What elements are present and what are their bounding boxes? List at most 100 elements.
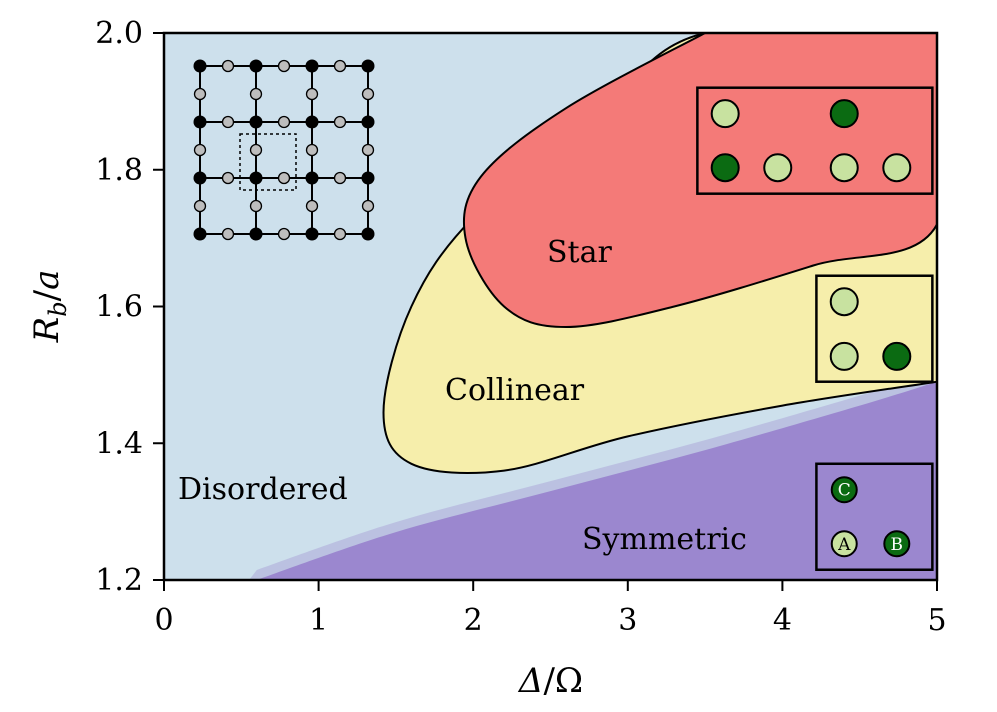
lattice-vertex-atom bbox=[249, 227, 263, 241]
star-region bbox=[462, 33, 937, 329]
lattice-vertex-atom bbox=[305, 227, 319, 241]
lattice-edge-atom bbox=[333, 171, 347, 185]
lattice-vertex-atom bbox=[361, 115, 375, 129]
x-tick-label-5: 5 bbox=[927, 603, 946, 638]
lattice-edge-atom bbox=[333, 115, 347, 129]
inset-collinear-frame bbox=[815, 274, 934, 383]
inset-symmetric-frame bbox=[815, 462, 934, 571]
x-axis-label: Δ/Ω bbox=[517, 661, 583, 701]
inset-symmetric-atom-0 bbox=[830, 476, 858, 504]
lattice-edge-atom bbox=[221, 227, 235, 241]
y-axis-label-a: a bbox=[27, 270, 67, 290]
x-tick-1: 1 bbox=[309, 580, 328, 638]
configuration-insets: C A B bbox=[696, 86, 934, 571]
lattice-edge-atom bbox=[277, 227, 291, 241]
inset-collinear-atom-0 bbox=[829, 287, 859, 317]
lattice-edge-atom bbox=[221, 59, 235, 73]
lattice-vertex-atom bbox=[249, 171, 263, 185]
y-axis-label: Rb/a bbox=[27, 270, 72, 344]
region-label-collinear: Collinear bbox=[445, 373, 585, 408]
lattice-edge-atom bbox=[193, 87, 207, 101]
y-tick-1-4: 1.4 bbox=[95, 426, 164, 461]
y-axis-label-subscript: b bbox=[44, 301, 72, 316]
inset-star-frame bbox=[696, 86, 934, 195]
lattice-vertex-atom bbox=[361, 227, 375, 241]
inset-symmetric-atom-label-C: C bbox=[838, 481, 851, 501]
y-tick-label-1-4: 1.4 bbox=[95, 426, 143, 461]
lattice-unit-cell bbox=[239, 133, 297, 191]
inset-star bbox=[696, 86, 934, 195]
lattice-vertex-atom bbox=[193, 59, 207, 73]
lattice-edge-atom bbox=[277, 115, 291, 129]
x-tick-0: 0 bbox=[154, 580, 174, 638]
x-axis-label-slash: / bbox=[543, 661, 555, 701]
lattice-vertex-atom bbox=[193, 115, 207, 129]
x-tick-label-3: 3 bbox=[618, 603, 637, 638]
plot-area bbox=[164, 33, 937, 580]
y-tick-1-6: 1.6 bbox=[95, 290, 164, 325]
lattice-edge-atom bbox=[277, 171, 291, 185]
region-label-symmetric: Symmetric bbox=[582, 522, 747, 557]
inset-symmetric-atom-2 bbox=[883, 530, 911, 558]
x-axis-label-omega: Ω bbox=[555, 661, 583, 701]
lattice-vertex-atom bbox=[249, 59, 263, 73]
lattice-edge-atom bbox=[221, 115, 235, 129]
y-axis-ticks: 1.2 1.4 1.6 1.8 2.0 bbox=[95, 16, 164, 598]
lattice-edge-atom bbox=[305, 87, 319, 101]
lattice-edge-atom bbox=[193, 143, 207, 157]
inset-star-atom-1 bbox=[829, 99, 859, 129]
region-label-star: Star bbox=[547, 235, 612, 270]
lattice-edge-atom bbox=[361, 199, 375, 213]
lattice-edge-atom bbox=[249, 199, 263, 213]
lattice-edge-atom bbox=[305, 199, 319, 213]
inset-symmetric-atom-label-B: B bbox=[891, 535, 904, 555]
inset-star-atom-2 bbox=[710, 153, 740, 183]
inset-star-atom-3 bbox=[763, 153, 793, 183]
lattice-edge-atom bbox=[193, 199, 207, 213]
inset-collinear-atom-2 bbox=[882, 341, 912, 371]
y-tick-label-1-6: 1.6 bbox=[95, 290, 143, 325]
y-tick-label-1-8: 1.8 bbox=[95, 153, 143, 188]
lattice-vertex-atom bbox=[361, 59, 375, 73]
lattice-edge-atom bbox=[249, 87, 263, 101]
y-axis-label-slash: / bbox=[27, 289, 67, 301]
lattice-edge-atom bbox=[221, 171, 235, 185]
y-tick-label-1-2: 1.2 bbox=[95, 563, 143, 598]
x-tick-4: 4 bbox=[773, 580, 792, 638]
x-tick-3: 3 bbox=[618, 580, 637, 638]
inset-symmetric-atom-label-A: A bbox=[837, 535, 851, 555]
region-label-disordered: Disordered bbox=[178, 472, 348, 507]
x-axis-ticks: 0 1 2 3 4 5 bbox=[154, 580, 947, 638]
inset-symmetric: C A B bbox=[815, 462, 934, 571]
lattice-edge-atom bbox=[305, 143, 319, 157]
symmetric-region bbox=[256, 381, 937, 580]
lattice-vertex-atom bbox=[305, 59, 319, 73]
lattice-vertex-atom bbox=[249, 115, 263, 129]
inset-collinear-atom-1 bbox=[829, 341, 859, 371]
x-axis-label-delta: Δ bbox=[517, 661, 544, 701]
lattice-edge-atom bbox=[333, 59, 347, 73]
y-tick-1-8: 1.8 bbox=[95, 153, 164, 188]
lattice-vertex-atom bbox=[361, 171, 375, 185]
lattice-edge-atom bbox=[361, 143, 375, 157]
inset-collinear bbox=[815, 274, 934, 383]
inset-symmetric-atom-1 bbox=[830, 530, 858, 558]
y-tick-2-0: 2.0 bbox=[95, 16, 164, 51]
y-tick-1-2: 1.2 bbox=[95, 563, 164, 598]
x-tick-label-1: 1 bbox=[309, 603, 328, 638]
inset-star-atom-4 bbox=[829, 153, 859, 183]
lattice-edge-atom bbox=[277, 59, 291, 73]
lattice-vertex-atom bbox=[193, 227, 207, 241]
y-axis-label-r: R bbox=[27, 317, 67, 344]
x-tick-label-2: 2 bbox=[464, 603, 483, 638]
x-tick-5: 5 bbox=[927, 580, 947, 638]
lattice-edge-atom bbox=[249, 143, 263, 157]
inset-star-atom-5 bbox=[882, 153, 912, 183]
y-tick-label-2-0: 2.0 bbox=[95, 16, 143, 51]
lattice-vertex-atom bbox=[305, 171, 319, 185]
lattice-vertex-atom bbox=[305, 115, 319, 129]
square-lattice-inset bbox=[193, 59, 375, 241]
inset-star-atom-0 bbox=[710, 99, 740, 129]
x-tick-label-4: 4 bbox=[773, 603, 792, 638]
